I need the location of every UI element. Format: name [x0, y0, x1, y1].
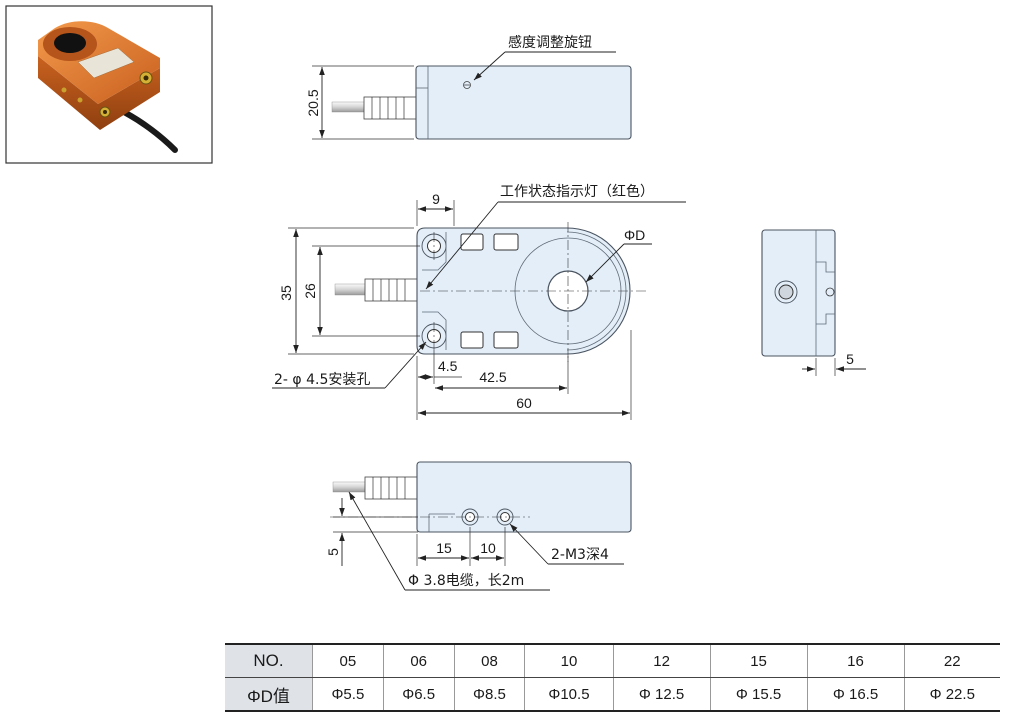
table-cell-no: 16: [806, 643, 904, 678]
label-sensitivity-knob: 感度调整旋钮: [508, 34, 592, 51]
dim-hole-spacing: 26: [302, 283, 318, 299]
dim-width-outer: 35: [278, 285, 294, 301]
dim-hole-offset-x: 9: [432, 191, 440, 207]
dim-center-offset: 42.5: [479, 369, 506, 385]
dim-m3-offset: 15: [436, 540, 452, 556]
product-photo: [5, 5, 213, 164]
table-cell-no: 15: [709, 643, 808, 678]
dim-height: 20.5: [305, 89, 321, 116]
table-cell-d: Φ5.5: [312, 677, 384, 712]
table-cell-d: Φ6.5: [382, 677, 455, 712]
table-cell-d: Φ8.5: [453, 677, 525, 712]
label-m3-holes: 2-M3深4: [551, 547, 609, 563]
table-cell-no: 22: [903, 643, 1000, 678]
table-row-d: ΦD值 Φ5.5 Φ6.5 Φ8.5 Φ10.5 Φ 12.5 Φ 15.5 Φ…: [225, 677, 1000, 712]
top-view: 20.5 感度调整旋钮: [305, 34, 632, 140]
dim-hole-edge: 4.5: [438, 358, 458, 374]
label-mounting-holes: 2- φ 4.5安装孔: [274, 372, 370, 388]
dim-length: 60: [516, 395, 532, 411]
table-cell-no: 12: [612, 643, 711, 678]
table-cell-d: Φ 12.5: [612, 677, 711, 712]
bottom-view: 15 10 2-M3深4 5 Φ 3.8电缆，长2m: [325, 461, 632, 591]
table-cell-no: 05: [312, 643, 384, 678]
table-cell-d: Φ 15.5: [709, 677, 808, 712]
table-cell-no: 08: [453, 643, 525, 678]
dim-side-offset: 5: [846, 351, 854, 367]
table-cell-d: Φ10.5: [524, 677, 614, 712]
table-row-no: NO. 05 06 08 10 12 15 16 22: [225, 643, 1000, 678]
table-header-d: ΦD值: [225, 677, 313, 712]
label-status-led: 工作状态指示灯（红色）: [500, 183, 654, 200]
table-cell-d: Φ 16.5: [806, 677, 904, 712]
front-view: 35 26 9 工作状态指示灯（红色） ΦD 2- φ 4.5安装孔 4.5 4…: [272, 183, 686, 420]
table-header-no: NO.: [225, 643, 313, 678]
table-cell-no: 06: [382, 643, 455, 678]
dim-bottom-offset: 5: [325, 548, 341, 556]
spec-table: NO. 05 06 08 10 12 15 16 22 ΦD值 Φ5.5 Φ6.…: [225, 643, 1000, 712]
table-cell-d: Φ 22.5: [903, 677, 1000, 712]
label-cable: Φ 3.8电缆，长2m: [408, 573, 524, 589]
dim-m3-spacing: 10: [480, 540, 496, 556]
label-phi-d: ΦD: [624, 227, 645, 243]
side-view: 5: [761, 229, 866, 376]
table-cell-no: 10: [524, 643, 614, 678]
